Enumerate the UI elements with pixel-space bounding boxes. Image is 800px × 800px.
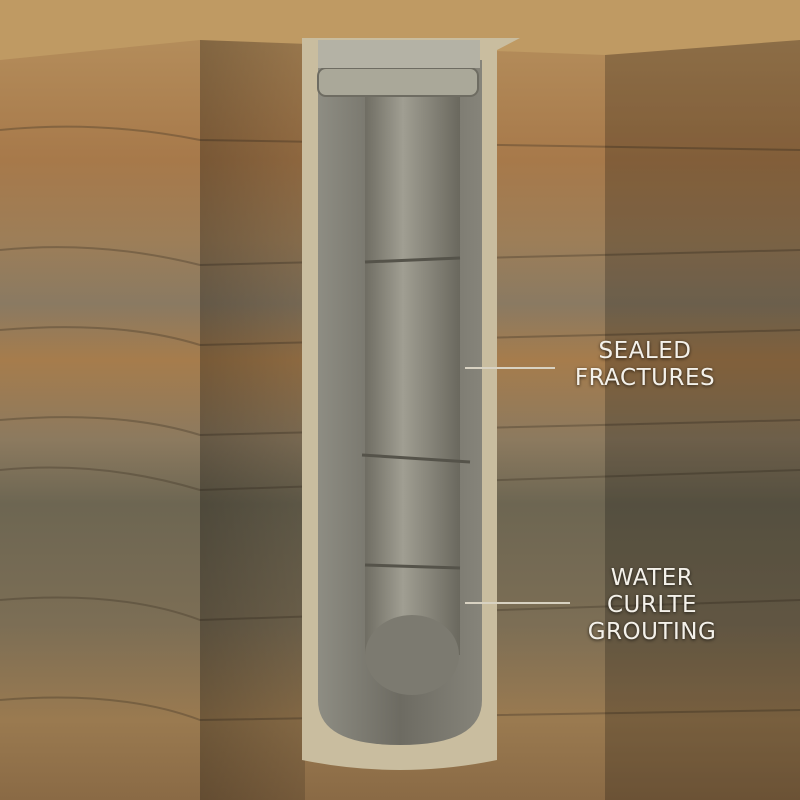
front-face-shadow [200,40,305,800]
sealed-fractures-label: SEALED FRACTURES [565,338,725,392]
ground-surface [0,0,800,60]
pipe-joints [361,256,471,570]
label-line: FRACTURES [574,365,716,391]
label-line: WATER [610,565,694,591]
strata-lines [0,125,800,722]
pipe-bottom [365,615,459,695]
label-line: GROUTING [587,619,717,645]
right-face-shadow [605,40,800,800]
well-cap [317,67,479,97]
grouting-label: WATER CURLTE GROUTING [572,565,732,646]
well-top-rim [318,40,480,68]
well-pipe [365,95,460,655]
label-line: CURLTE [606,592,698,618]
label-line: SEALED [598,338,692,364]
